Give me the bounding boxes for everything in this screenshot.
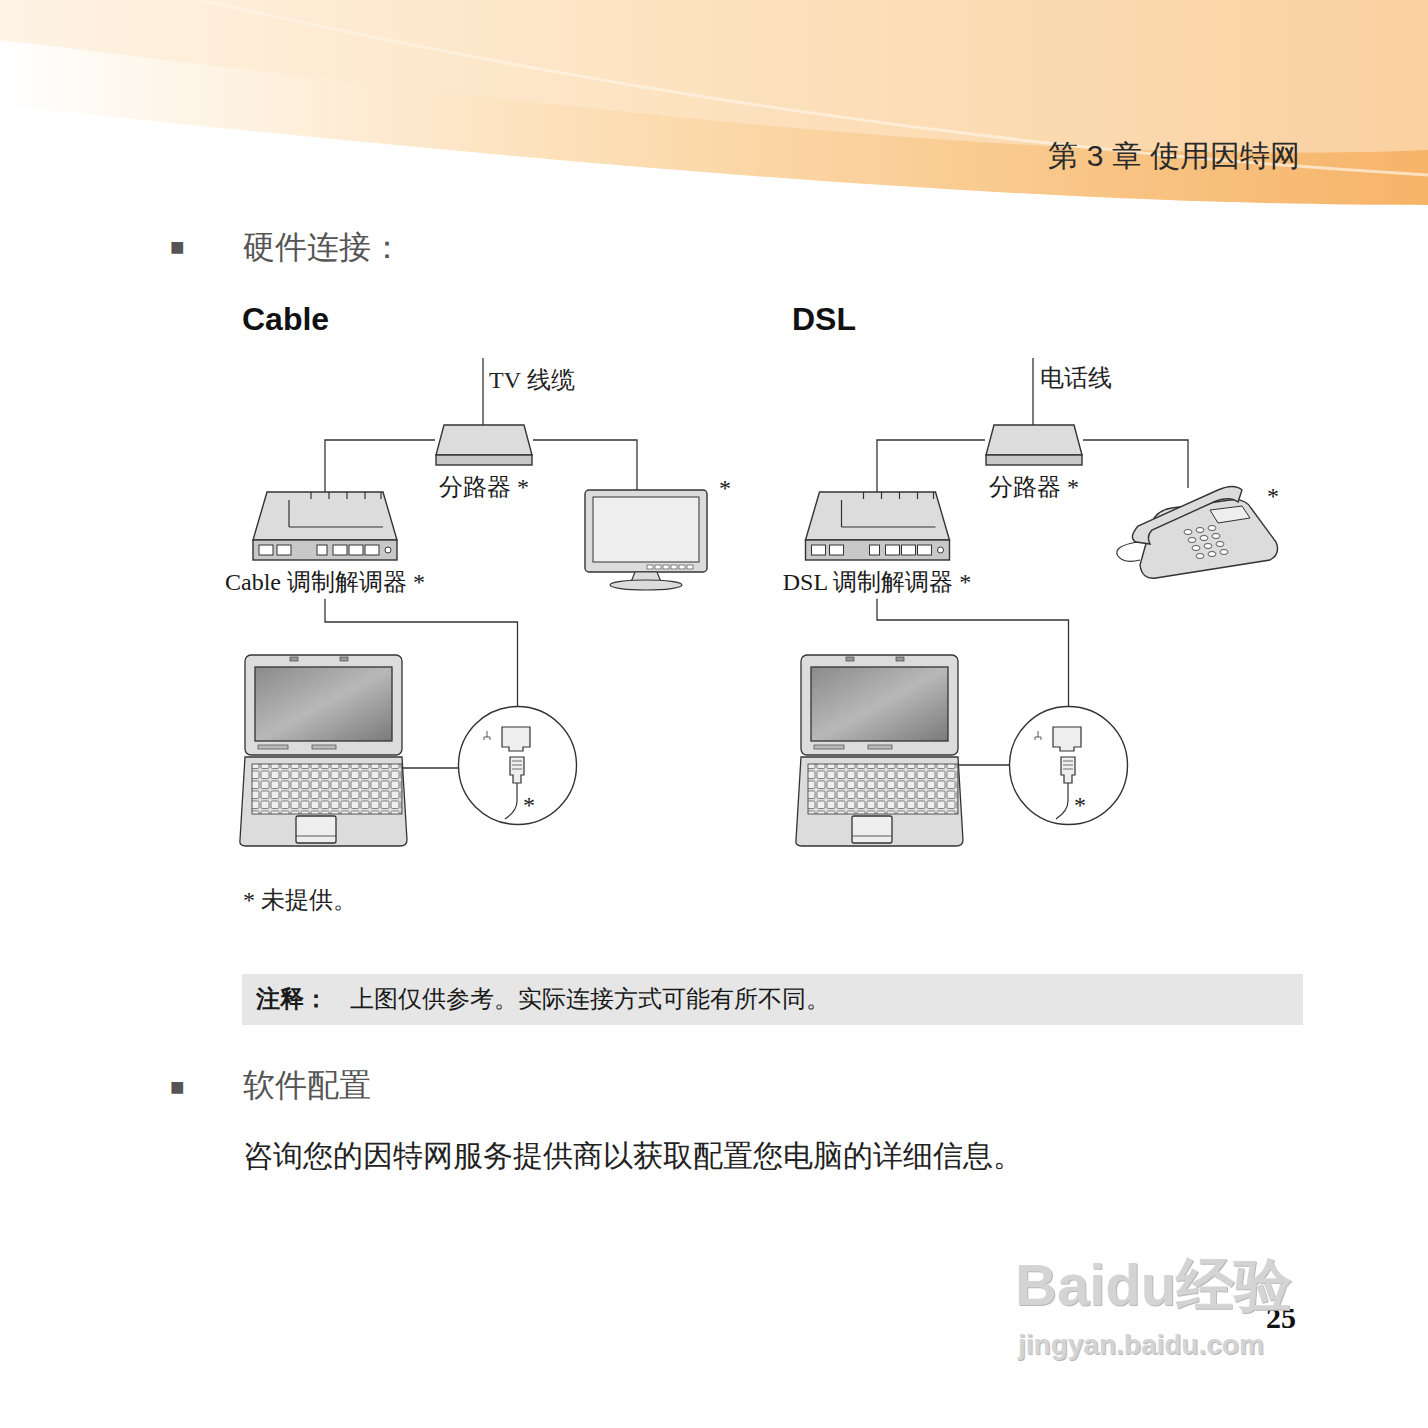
bullet: ■ [170,233,185,262]
connector-line [877,440,985,492]
watermark: jingyan.baidu.com [1018,1328,1264,1362]
note-box: 注释： 上图仅供参考。实际连接方式可能有所不同。 [242,974,1303,1025]
tv-monitor: * [585,478,740,595]
monitor-shape [585,478,740,595]
connector-line [1083,440,1188,488]
device-label: 分路器 * [435,473,533,502]
section-heading: 软件配置 [243,1066,371,1104]
watermark: Baidu经验 [1015,1250,1292,1320]
column-heading: Cable [242,300,329,338]
connector-line [325,599,518,706]
laptop [240,655,407,846]
not-supplied-mark: * [1074,791,1086,820]
line-label: 电话线 [1040,364,1112,393]
bullet: ■ [170,1073,185,1102]
column-heading: DSL [792,300,856,338]
ethernet-port-callout: * [1008,705,1129,826]
line-label: TV 线缆 [489,366,575,395]
footnote: * 未提供。 [243,886,357,915]
port-shape [1008,705,1129,826]
cable-modem: Cable 调制解调器 * [221,492,429,597]
port-shape [457,705,578,826]
device-label: 分路器 * [985,473,1083,502]
not-supplied-mark: * [719,474,731,503]
telephone: * [1110,480,1285,582]
modem-shape [779,492,976,564]
note-text: 上图仅供参考。实际连接方式可能有所不同。 [350,985,830,1014]
splitter: 分路器 * [985,425,1083,502]
connector-line [877,599,1069,706]
laptop [796,655,963,846]
body-text: 咨询您的因特网服务提供商以获取配置您电脑的详细信息。 [243,1138,1023,1174]
not-supplied-mark: * [1267,482,1279,511]
splitter-shape [435,425,533,467]
header-band [0,0,1428,205]
dsl-modem: DSL 调制解调器 * [779,492,976,597]
chapter-heading: 第 3 章 使用因特网 [1048,138,1300,174]
splitter: 分路器 * [435,425,533,502]
device-label: Cable 调制解调器 * [221,568,429,597]
connector-line [533,440,637,490]
note-heading: 注释： [256,985,328,1014]
splitter-shape [985,425,1083,467]
modem-shape [221,492,429,564]
ethernet-port-callout: * [457,705,578,826]
connector-line [325,440,435,492]
device-label: DSL 调制解调器 * [779,568,976,597]
section-heading: 硬件连接： [243,228,403,266]
not-supplied-mark: * [523,791,535,820]
phone-shape [1110,480,1285,582]
